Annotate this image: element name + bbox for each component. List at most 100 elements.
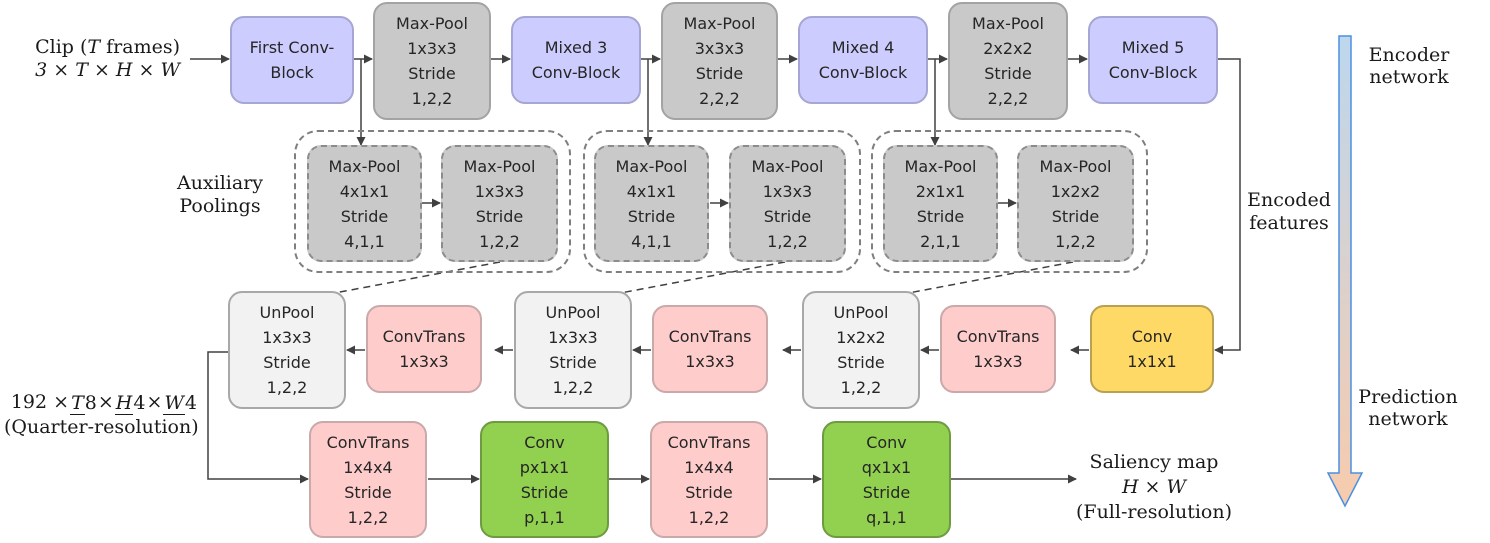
input-clip-label: Clip (T frames) 3 × T × H × W [12, 36, 180, 82]
aux-pool-3a-line: 2x1x1 [915, 181, 966, 201]
unpool-1-line: UnPool [259, 303, 315, 322]
mixed3-conv-block-line: Conv-Block [531, 63, 621, 82]
aux-pool-3b-line: Stride [1051, 206, 1100, 226]
conv-q-line: Conv [866, 432, 907, 452]
conv-trans-4-line: Stride [344, 482, 392, 502]
aux-pool-2a-line: Max-Pool [615, 156, 688, 176]
mixed5-conv-block-line: Conv-Block [1108, 63, 1198, 82]
conv-1x1x1-line: Conv [1131, 327, 1173, 346]
unpool-2-line: 1,2,2 [552, 378, 594, 397]
unpool-2-line: Stride [549, 353, 597, 372]
aux-group-2 [583, 130, 861, 273]
unpool-2-line: UnPool [545, 303, 601, 322]
max-pool-2-line: 2,2,2 [699, 89, 740, 108]
mixed3-conv-block: Mixed 3 Conv-Block [511, 16, 641, 104]
conv-trans-2-line: ConvTrans [668, 327, 752, 346]
mixed4-conv-block: Mixed 4 Conv-Block [798, 16, 928, 104]
aux-pool-2a-line: Stride [627, 206, 676, 226]
conv-trans-5-line: ConvTrans [667, 432, 751, 452]
aux-pool-3a-line: 2,1,1 [920, 231, 961, 251]
conv-q-line: qx1x1 [861, 457, 912, 477]
conv-p-line: p,1,1 [524, 507, 565, 527]
first-conv-block-line: First Conv- [249, 38, 335, 57]
aux-pool-2b-line: 1x3x3 [762, 181, 813, 201]
quarter-resolution-note: (Quarter-resolution) [4, 416, 199, 438]
unpool-3-line: Stride [837, 353, 885, 372]
conv-trans-3-line: ConvTrans [956, 327, 1040, 346]
max-pool-3-line: 2,2,2 [987, 89, 1029, 108]
mixed5-conv-block-line: Mixed 5 [1121, 38, 1185, 57]
conv-trans-5-line: Stride [685, 482, 733, 502]
unpool-2-line: 1x3x3 [548, 328, 598, 347]
max-pool-2-line: Stride [695, 64, 744, 83]
conv-p-line: px1x1 [519, 457, 570, 477]
aux-pool-3a-line: Stride [916, 206, 965, 226]
unpool-1-line: 1,2,2 [266, 378, 308, 397]
saliency-map-label: Saliency map H × W (Full-resolution) [1075, 451, 1233, 523]
max-pool-1-line: Max-Pool [396, 14, 468, 33]
aux-pool-2b-line: 1,2,2 [767, 231, 808, 251]
aux-group-3 [871, 130, 1148, 273]
conv-trans-2-line: 1x3x3 [685, 352, 735, 371]
max-pool-2-line: Max-Pool [683, 14, 756, 33]
conv-1x1x1-line: 1x1x1 [1127, 352, 1177, 371]
unpool-1-line: Stride [263, 353, 311, 372]
aux-pool-1a-line: Stride [340, 206, 389, 226]
conv-p-line: Conv [524, 432, 565, 452]
conv-trans-4-line: 1,2,2 [347, 507, 389, 527]
unpool-3-line: 1,2,2 [840, 378, 882, 397]
mixed4-conv-block-line: Conv-Block [818, 63, 908, 82]
decoder-arrows [207, 345, 1089, 484]
aux-pool-2a-line: 4,1,1 [631, 231, 672, 251]
max-pool-3-line: 2x2x2 [983, 39, 1033, 58]
aux-pool-2b-line: Max-Pool [751, 156, 824, 176]
conv-q-line: Stride [862, 482, 911, 502]
aux-pool-3a-line: Max-Pool [904, 156, 977, 176]
aux-group-1 [294, 130, 571, 273]
aux-pool-1b-line: 1,2,2 [479, 231, 520, 251]
mixed3-conv-block-line: Mixed 3 [544, 38, 608, 57]
mixed4-conv-block-line: Mixed 4 [831, 38, 895, 57]
conv-trans-2: ConvTrans 1x3x3 [652, 305, 768, 393]
first-conv-block-line: Block [270, 63, 314, 82]
conv-trans-3: ConvTrans 1x3x3 [940, 305, 1056, 393]
aux-pool-3b-line: 1,2,2 [1055, 231, 1096, 251]
conv-1x1x1: Conv 1x1x1 [1090, 305, 1214, 393]
max-pool-1-line: 1,2,2 [411, 89, 453, 108]
max-pool-3-line: Max-Pool [972, 14, 1044, 33]
unpool-1-line: 1x3x3 [262, 328, 312, 347]
conv-trans-3-line: 1x3x3 [973, 352, 1023, 371]
aux-pool-2a-line: 4x1x1 [626, 181, 677, 201]
aux-pool-1a-line: 4,1,1 [344, 231, 385, 251]
max-pool-3-line: Stride [984, 64, 1032, 83]
conv-trans-1-line: 1x3x3 [399, 352, 449, 371]
aux-pool-3b-line: Max-Pool [1039, 156, 1112, 176]
conv-trans-5-line: 1,2,2 [688, 507, 730, 527]
max-pool-2-line: 3x3x3 [694, 39, 745, 58]
input-shape: 3 × T × H × W [35, 59, 180, 81]
max-pool-1-line: 1x3x3 [407, 39, 457, 58]
aux-pool-1b-line: Max-Pool [463, 156, 536, 176]
aux-pool-1b-line: 1x3x3 [474, 181, 525, 201]
conv-trans-4-line: ConvTrans [326, 432, 410, 452]
